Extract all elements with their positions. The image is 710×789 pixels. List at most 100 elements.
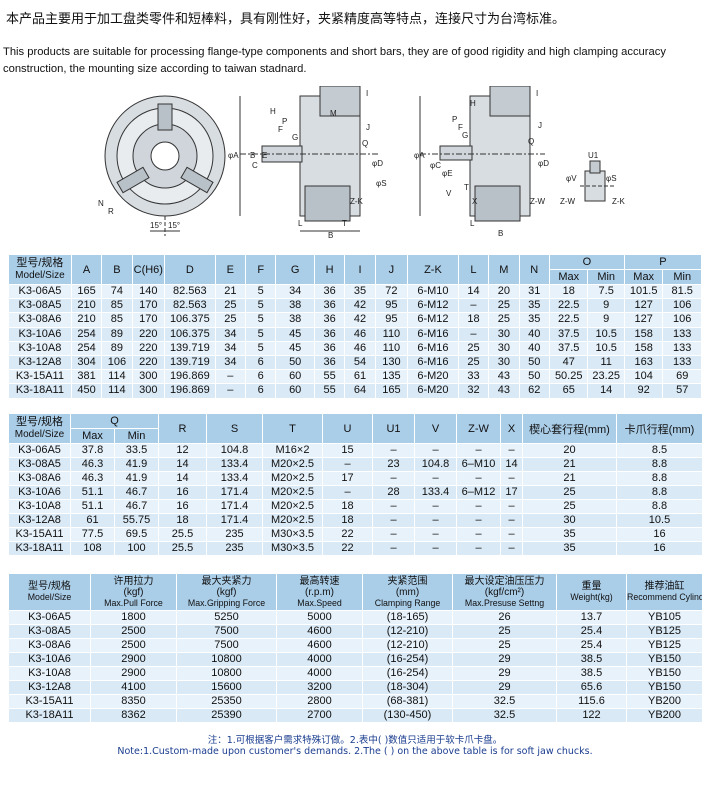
model-cell: K3-10A8 xyxy=(8,666,91,681)
table-cell: 65.6 xyxy=(556,680,627,695)
table-cell: 6–M10 xyxy=(456,457,501,472)
table-cell: 13.7 xyxy=(556,610,627,625)
side-label-b: B xyxy=(250,151,255,160)
t2-header-wedge-stroke: 楔心套行程(mm) xyxy=(522,413,617,444)
table-cell: 5 xyxy=(245,326,277,342)
side-view xyxy=(239,86,380,232)
jaw-label-zk: Z-K xyxy=(612,197,626,206)
table-cell: 127 xyxy=(623,298,664,314)
table-cell: 32.5 xyxy=(452,694,557,709)
table-cell: 62 xyxy=(518,383,550,399)
table-cell: 50.25 xyxy=(548,369,589,385)
table-cell: 74 xyxy=(101,283,133,300)
table-cell: 2500 xyxy=(90,624,177,639)
side2-label-t: T xyxy=(464,183,469,192)
table-cell: M20×2.5 xyxy=(262,457,323,472)
side2-label-p: P xyxy=(452,115,457,124)
table-cell: 10.5 xyxy=(587,340,625,356)
model-cell: K3-06A5 xyxy=(8,610,91,625)
table-cell: 254 xyxy=(70,326,103,342)
table-cell: – xyxy=(372,541,415,556)
technical-drawing: N R 15° 15° H P F G I J E M φA B C φD Q … xyxy=(98,86,626,240)
table-cell: 18 xyxy=(548,283,589,300)
table-cell: 51.1 xyxy=(70,485,115,500)
table-cell: 2700 xyxy=(276,708,363,723)
side-label-i: I xyxy=(366,89,368,98)
table-cell: 33 xyxy=(457,369,490,385)
table-cell: 26 xyxy=(452,610,557,625)
table-cell: 106.375 xyxy=(164,312,216,328)
table-cell: 196.869 xyxy=(164,383,216,399)
table-cell: 2800 xyxy=(276,694,363,709)
side2-label-zw: Z-W xyxy=(530,197,546,206)
table-cell: 50 xyxy=(275,354,315,371)
table-cell: M20×2.5 xyxy=(262,471,323,486)
table-cell: 4100 xyxy=(90,680,177,695)
table-cell: 43 xyxy=(488,369,520,385)
t1-header-m: M xyxy=(488,254,520,285)
table-cell: 135 xyxy=(374,369,409,385)
table-cell: 46 xyxy=(344,340,376,356)
t1-header-o-max: Max xyxy=(548,269,589,285)
table-cell: 14 xyxy=(587,383,625,399)
table-cell: 127 xyxy=(623,312,664,328)
table-cell: – xyxy=(456,471,501,486)
table-cell: 3200 xyxy=(276,680,363,695)
table-cell: 25.5 xyxy=(158,527,207,542)
table-cell: 4000 xyxy=(276,652,363,667)
table-cell: 21 xyxy=(522,457,617,472)
table-cell: 5000 xyxy=(276,610,363,625)
table-cell: 6-M16 xyxy=(407,354,459,371)
table-cell: 20 xyxy=(488,283,520,300)
table-cell: 196.869 xyxy=(164,369,216,385)
table-cell: 171.4 xyxy=(206,485,263,500)
table-cell: 35 xyxy=(522,527,617,542)
table-cell: – xyxy=(322,457,373,472)
table-cell: 163 xyxy=(623,354,664,371)
table-cell: 60 xyxy=(275,369,315,385)
table-cell: – xyxy=(500,527,523,542)
side-label-p: P xyxy=(282,117,287,126)
table-cell: 35 xyxy=(518,298,550,314)
jaw-detail xyxy=(580,160,615,202)
table-cell: 4600 xyxy=(276,638,363,653)
table-cell: 25 xyxy=(214,312,247,328)
table-cell: 133.4 xyxy=(414,485,457,500)
table-cell: 304 xyxy=(70,354,103,371)
t1-header-p-min: Min xyxy=(662,269,702,285)
table-cell: M20×2.5 xyxy=(262,513,323,528)
table-cell: M20×2.5 xyxy=(262,499,323,514)
table-cell: 82.563 xyxy=(164,298,216,314)
table-cell: 17 xyxy=(500,485,523,500)
side2-label-x: X xyxy=(472,197,478,206)
table-cell: 110 xyxy=(374,326,409,342)
t1-header-c: C(H6) xyxy=(131,254,166,285)
model-cell: K3-18A11 xyxy=(8,541,71,556)
table-cell: YB105 xyxy=(626,610,703,625)
table-cell: 6-M20 xyxy=(407,383,459,399)
table-cell: 16 xyxy=(616,527,703,542)
table-cell: 69.5 xyxy=(114,527,159,542)
table-cell: 33.5 xyxy=(114,443,159,458)
table-cell: 158 xyxy=(623,326,664,342)
table-cell: – xyxy=(457,326,490,342)
table-cell: 30 xyxy=(488,326,520,342)
table-cell: 6-M12 xyxy=(407,298,459,314)
table-cell: 381 xyxy=(70,369,103,385)
jaw-label-phis: φS xyxy=(606,174,617,183)
table-cell: M30×3.5 xyxy=(262,541,323,556)
side2-label-l: L xyxy=(470,219,475,228)
table-cell: 8.8 xyxy=(616,471,703,486)
table-cell: 16 xyxy=(158,499,207,514)
front-label-angle-2: 15° xyxy=(168,221,180,230)
